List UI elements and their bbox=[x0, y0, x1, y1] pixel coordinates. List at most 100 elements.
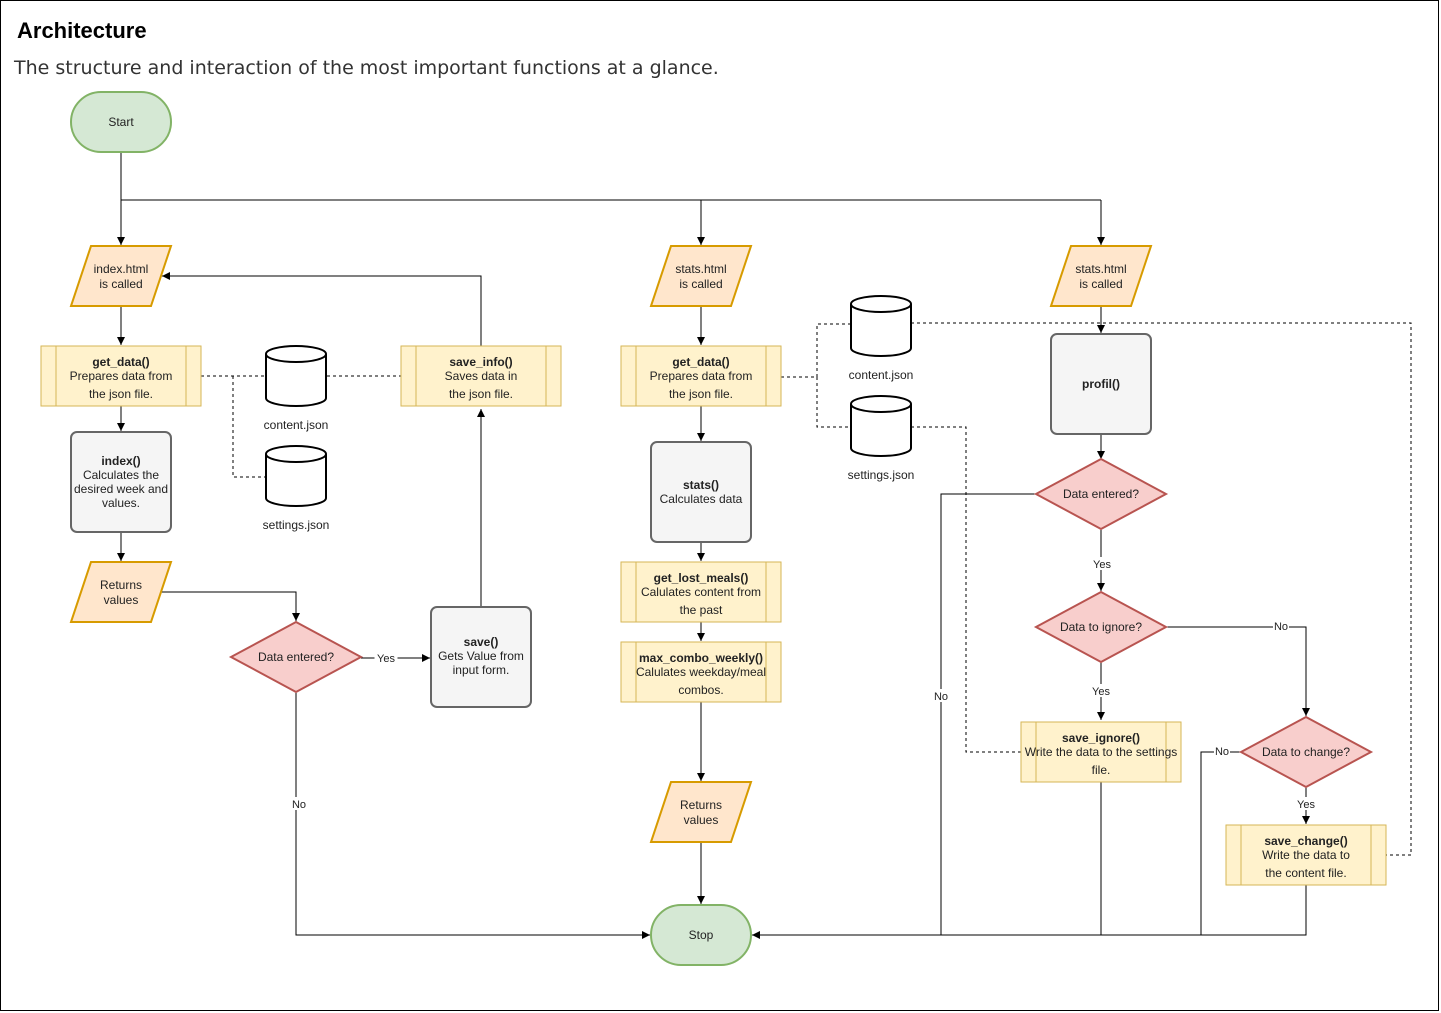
node-title: get_data() bbox=[672, 355, 729, 369]
node-text: Data to ignore? bbox=[1060, 620, 1142, 634]
get-data-2-to-stores bbox=[781, 323, 851, 378]
datastore-label: settings.json bbox=[848, 468, 915, 482]
node-text: the past bbox=[680, 603, 723, 617]
svg-text:Yes: Yes bbox=[1092, 686, 1110, 698]
node-text: Stop bbox=[689, 928, 714, 942]
node-title: index() bbox=[101, 454, 140, 468]
node-text: Data to change? bbox=[1262, 745, 1350, 759]
svg-text:No: No bbox=[1274, 621, 1288, 633]
node-text: Gets Value from bbox=[438, 649, 524, 663]
stop-terminal: Stop bbox=[650, 904, 752, 966]
datastore-label: settings.json bbox=[263, 518, 330, 532]
start-terminal: Start bbox=[70, 91, 172, 153]
node-text: values bbox=[104, 593, 139, 607]
decision_2-decision: Data entered? bbox=[1033, 457, 1169, 531]
node-text: the json file. bbox=[89, 387, 153, 401]
decision_4-decision: Data to change? bbox=[1238, 715, 1374, 789]
node-text: desired week and bbox=[74, 482, 168, 496]
node-title: save_info() bbox=[449, 355, 512, 369]
page-title: Architecture bbox=[17, 18, 147, 43]
node-text: Calulates content from bbox=[641, 585, 761, 599]
settings_json_2-datastore: settings.json bbox=[848, 395, 915, 482]
edge-label-d2-no: No bbox=[933, 689, 949, 703]
node-text: Calculates data bbox=[660, 492, 743, 506]
node-text: Calculates the bbox=[83, 468, 159, 482]
save_info-process: save_info()Saves data in the json file. bbox=[400, 345, 562, 407]
node-title: save() bbox=[464, 635, 499, 649]
node-text: input form. bbox=[453, 663, 510, 677]
node-title: get_lost_meals() bbox=[654, 571, 749, 585]
svg-text:No: No bbox=[1215, 746, 1229, 758]
node-text: Write the data to the settings bbox=[1025, 745, 1178, 759]
node-text: stats.html bbox=[1075, 262, 1126, 276]
edge-label-d1-no: No bbox=[291, 797, 307, 811]
returns-to-decision bbox=[161, 591, 300, 621]
node-text: Prepares data from bbox=[70, 369, 173, 383]
svg-text:No: No bbox=[934, 691, 948, 703]
save-change-to-stop bbox=[752, 885, 1307, 939]
node-text: Write the data to bbox=[1262, 848, 1350, 862]
node-text: is called bbox=[99, 277, 142, 291]
edge-label-d3-no: No bbox=[1273, 619, 1289, 633]
node-text: Data entered? bbox=[1063, 487, 1139, 501]
svg-text:Yes: Yes bbox=[377, 653, 395, 665]
node-text: Returns bbox=[100, 578, 142, 592]
node-text: is called bbox=[1079, 277, 1122, 291]
get_data_1-process: get_data()Prepares data from the json fil… bbox=[40, 345, 202, 407]
node-text: values. bbox=[102, 496, 140, 510]
decision_3-decision: Data to ignore? bbox=[1033, 590, 1169, 664]
save_change-process: save_change()Write the data to the conten… bbox=[1225, 824, 1387, 886]
svg-text:Yes: Yes bbox=[1093, 559, 1111, 571]
node-text: file. bbox=[1092, 763, 1111, 777]
node-title: max_combo_weekly() bbox=[639, 651, 763, 665]
edge-label-d4-no: No bbox=[1214, 744, 1230, 758]
content_json_1-datastore: content.json bbox=[264, 345, 329, 432]
stats_fn-function: stats()Calculates data bbox=[650, 441, 752, 543]
node-text: combos. bbox=[678, 683, 723, 697]
content_json_2-datastore: content.json bbox=[849, 295, 914, 382]
save-info-to-index-called bbox=[162, 272, 482, 346]
get-data-1-to-settings bbox=[232, 376, 266, 478]
content-to-save-change bbox=[911, 322, 1412, 856]
node-title: save_change() bbox=[1264, 834, 1347, 848]
svg-text:No: No bbox=[292, 799, 306, 811]
node-text: the content file. bbox=[1265, 866, 1346, 880]
edge-label-d3-yes: Yes bbox=[1089, 684, 1113, 698]
max_combo_weekly-process: max_combo_weekly()Calulates weekday/meal… bbox=[620, 641, 782, 703]
node-text: Saves data in bbox=[445, 369, 518, 383]
decision_1-decision: Data entered? bbox=[228, 620, 364, 694]
node-text: Start bbox=[108, 115, 134, 129]
node-title: save_ignore() bbox=[1062, 731, 1140, 745]
get-data-2-to-settings bbox=[816, 377, 851, 428]
node-title: get_data() bbox=[92, 355, 149, 369]
datastore-label: content.json bbox=[849, 368, 914, 382]
get_lost_meals-process: get_lost_meals()Calulates content from th… bbox=[620, 561, 782, 623]
node-text: index.html bbox=[94, 262, 149, 276]
node-text: values bbox=[684, 813, 719, 827]
decision-no-to-stop bbox=[295, 693, 650, 939]
node-text: the json file. bbox=[449, 387, 513, 401]
node-text: the json file. bbox=[669, 387, 733, 401]
node-text: Data entered? bbox=[258, 650, 334, 664]
node-title: stats() bbox=[683, 478, 719, 492]
edge-label-d1-yes: Yes bbox=[374, 651, 398, 665]
node-text: Returns bbox=[680, 798, 722, 812]
datastore-label: content.json bbox=[264, 418, 329, 432]
node-text: is called bbox=[679, 277, 722, 291]
save_ignore-process: save_ignore()Write the data to the setti… bbox=[1020, 721, 1182, 783]
profil_fn-function: profil() bbox=[1050, 333, 1152, 435]
node-title: profil() bbox=[1082, 377, 1120, 391]
node-text: Calulates weekday/meal bbox=[636, 665, 766, 679]
settings_json_1-datastore: settings.json bbox=[263, 445, 330, 532]
edge-label-d4-yes: Yes bbox=[1294, 797, 1318, 811]
svg-text:Yes: Yes bbox=[1297, 799, 1315, 811]
